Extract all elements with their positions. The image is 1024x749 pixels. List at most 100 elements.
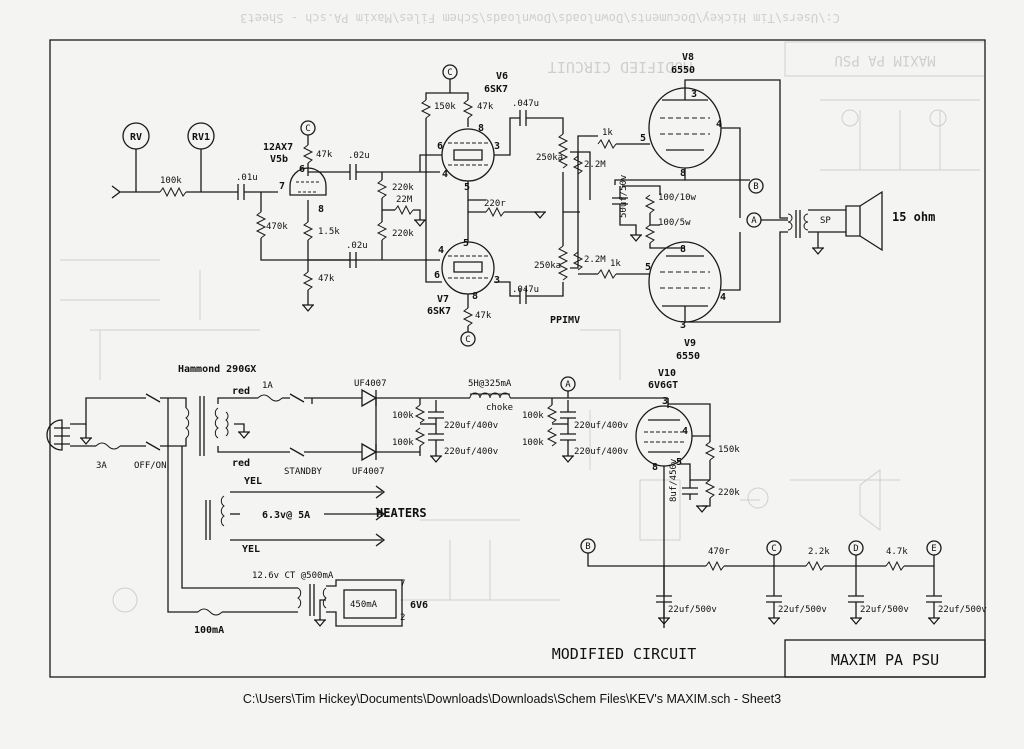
v8-name: V8 — [682, 52, 694, 63]
svg-text:C: C — [447, 68, 452, 78]
svg-text:4: 4 — [720, 292, 726, 303]
title-box-text: MAXIM PA PSU — [831, 651, 939, 669]
svg-text:5: 5 — [464, 182, 470, 193]
v8-type: 6550 — [671, 65, 695, 76]
svg-text:2: 2 — [400, 613, 405, 623]
svg-text:22uf/500v: 22uf/500v — [778, 605, 827, 615]
c-8uf: 8uf/450v — [669, 459, 679, 502]
svg-text:A: A — [565, 380, 571, 390]
svg-text:6: 6 — [437, 141, 443, 152]
svg-text:D: D — [853, 544, 858, 554]
svg-text:C: C — [305, 124, 310, 134]
v5-name: V5b — [270, 154, 288, 165]
svg-text:4: 4 — [682, 426, 688, 437]
svg-text:100k: 100k — [392, 438, 414, 448]
svg-text:5: 5 — [676, 457, 682, 468]
choke-word: choke — [486, 403, 513, 413]
svg-text:22uf/500v: 22uf/500v — [938, 605, 987, 615]
r-150k-b: 150k — [718, 445, 740, 455]
faint-header: C:\Users\Tim Hickey\Documents\Downloads\… — [240, 11, 840, 25]
svg-text:8: 8 — [680, 168, 686, 179]
fuse-3a: 3A — [96, 461, 107, 471]
ppimv-section: 250ka 250ka PPIMV 1k 1k 2.2M 2.2M — [534, 128, 648, 326]
svg-text:C: C — [465, 335, 470, 345]
svg-text:B: B — [585, 542, 590, 552]
r-2-2m-b: 2.2M — [584, 255, 606, 265]
hammond-label: Hammond 290GX — [178, 364, 256, 375]
svg-text:3: 3 — [662, 396, 668, 407]
r-470r: 470r — [708, 547, 730, 557]
v10-section: V10 6V6GT 3 4 5 8 150k 220k 8uf/450v — [635, 368, 740, 628]
r-47k-b: 47k — [318, 274, 335, 284]
c-047u-b: .047u — [512, 285, 539, 295]
svg-text:22uf/500v: 22uf/500v — [860, 605, 909, 615]
heaters-label: HEATERS — [376, 506, 427, 520]
uf4007-b: UF4007 — [352, 467, 385, 477]
r-1k-b: 1k — [610, 259, 621, 269]
yel-a: YEL — [244, 476, 262, 487]
v6-type: 6SK7 — [484, 84, 508, 95]
standby-label: STANDBY — [284, 467, 323, 477]
r-100-10w: 100/10w — [658, 193, 697, 203]
r-47k-a: 47k — [316, 150, 333, 160]
svg-text:220uf/400v: 220uf/400v — [574, 447, 628, 457]
r-150k-a: 150k — [434, 102, 456, 112]
svg-text:6: 6 — [434, 270, 440, 281]
faint-box-title: MAXIM PA PSU — [834, 52, 935, 68]
r-220k-c: 220k — [718, 488, 740, 498]
svg-text:3: 3 — [494, 275, 500, 286]
heat-rating: 6.3v@ 5A — [262, 510, 310, 521]
red-b: red — [232, 458, 250, 469]
r-450ma: 450mA — [350, 600, 378, 610]
v7-type: 6SK7 — [427, 306, 451, 317]
svg-text:220uf/400v: 220uf/400v — [444, 447, 498, 457]
v10-name: V10 — [658, 368, 676, 379]
r-2-2m-a: 2.2M — [584, 160, 606, 170]
off-on-label: OFF/ON — [134, 461, 167, 471]
r-470k-label: 470k — [266, 222, 288, 232]
svg-text:220uf/400v: 220uf/400v — [444, 421, 498, 431]
v5-section: 12AX7 V5b C 47k 6 7 8 .02u 1.5k 47k .02u… — [263, 120, 427, 312]
svg-text:8: 8 — [478, 123, 484, 134]
svg-text:220uf/400v: 220uf/400v — [574, 421, 628, 431]
c-01u-label: .01u — [236, 173, 258, 183]
title-box — [784, 639, 986, 678]
r-1k-a: 1k — [602, 128, 613, 138]
v6-name: V6 — [496, 71, 508, 82]
rv1-label: RV1 — [192, 132, 210, 143]
r-4-7k: 4.7k — [886, 547, 908, 557]
v9-name: V9 — [684, 338, 696, 349]
svg-text:3: 3 — [494, 141, 500, 152]
pot-250ka-b: 250ka — [534, 261, 561, 271]
svg-text:4: 4 — [442, 169, 448, 180]
b-plus-rail: B 470r 2.2k 4.7k C D E 22uf/500v 22uf/50… — [580, 538, 987, 625]
svg-text:5: 5 — [645, 262, 651, 273]
rv-label: RV — [130, 132, 142, 143]
svg-text:6: 6 — [299, 164, 305, 175]
file-path-footer: C:\Users\Tim Hickey\Documents\Downloads\… — [242, 692, 782, 706]
svg-text:7: 7 — [400, 579, 405, 589]
uf4007-a: UF4007 — [354, 379, 387, 389]
r-220k-b: 220k — [392, 229, 414, 239]
r-100-5w: 100/5w — [658, 218, 691, 228]
c-02u-b: .02u — [346, 241, 368, 251]
r-220k-a: 220k — [392, 183, 414, 193]
c-02u-a: .02u — [348, 151, 370, 161]
input-section: RV RV1 100k .01u 470k — [111, 122, 418, 261]
v6-section: C V6 6SK7 150k 47k 8 6 3 4 5 .047u 220r — [418, 64, 564, 262]
svg-text:8: 8 — [680, 244, 686, 255]
svg-text:8: 8 — [652, 462, 658, 473]
r-2-2k: 2.2k — [808, 547, 830, 557]
svg-text:5: 5 — [463, 238, 469, 249]
svg-text:100k: 100k — [522, 438, 544, 448]
speaker-icon — [845, 190, 883, 252]
c-047u-a: .047u — [512, 99, 539, 109]
c-50uf: 50uf/50v — [619, 175, 629, 218]
r-47k-c: 47k — [477, 102, 494, 112]
faint-title: MODIFIED CIRCUIT — [548, 58, 693, 76]
svg-text:C: C — [771, 544, 776, 554]
svg-text:E: E — [931, 544, 936, 554]
choke-label: 5H@325mA — [468, 379, 512, 389]
